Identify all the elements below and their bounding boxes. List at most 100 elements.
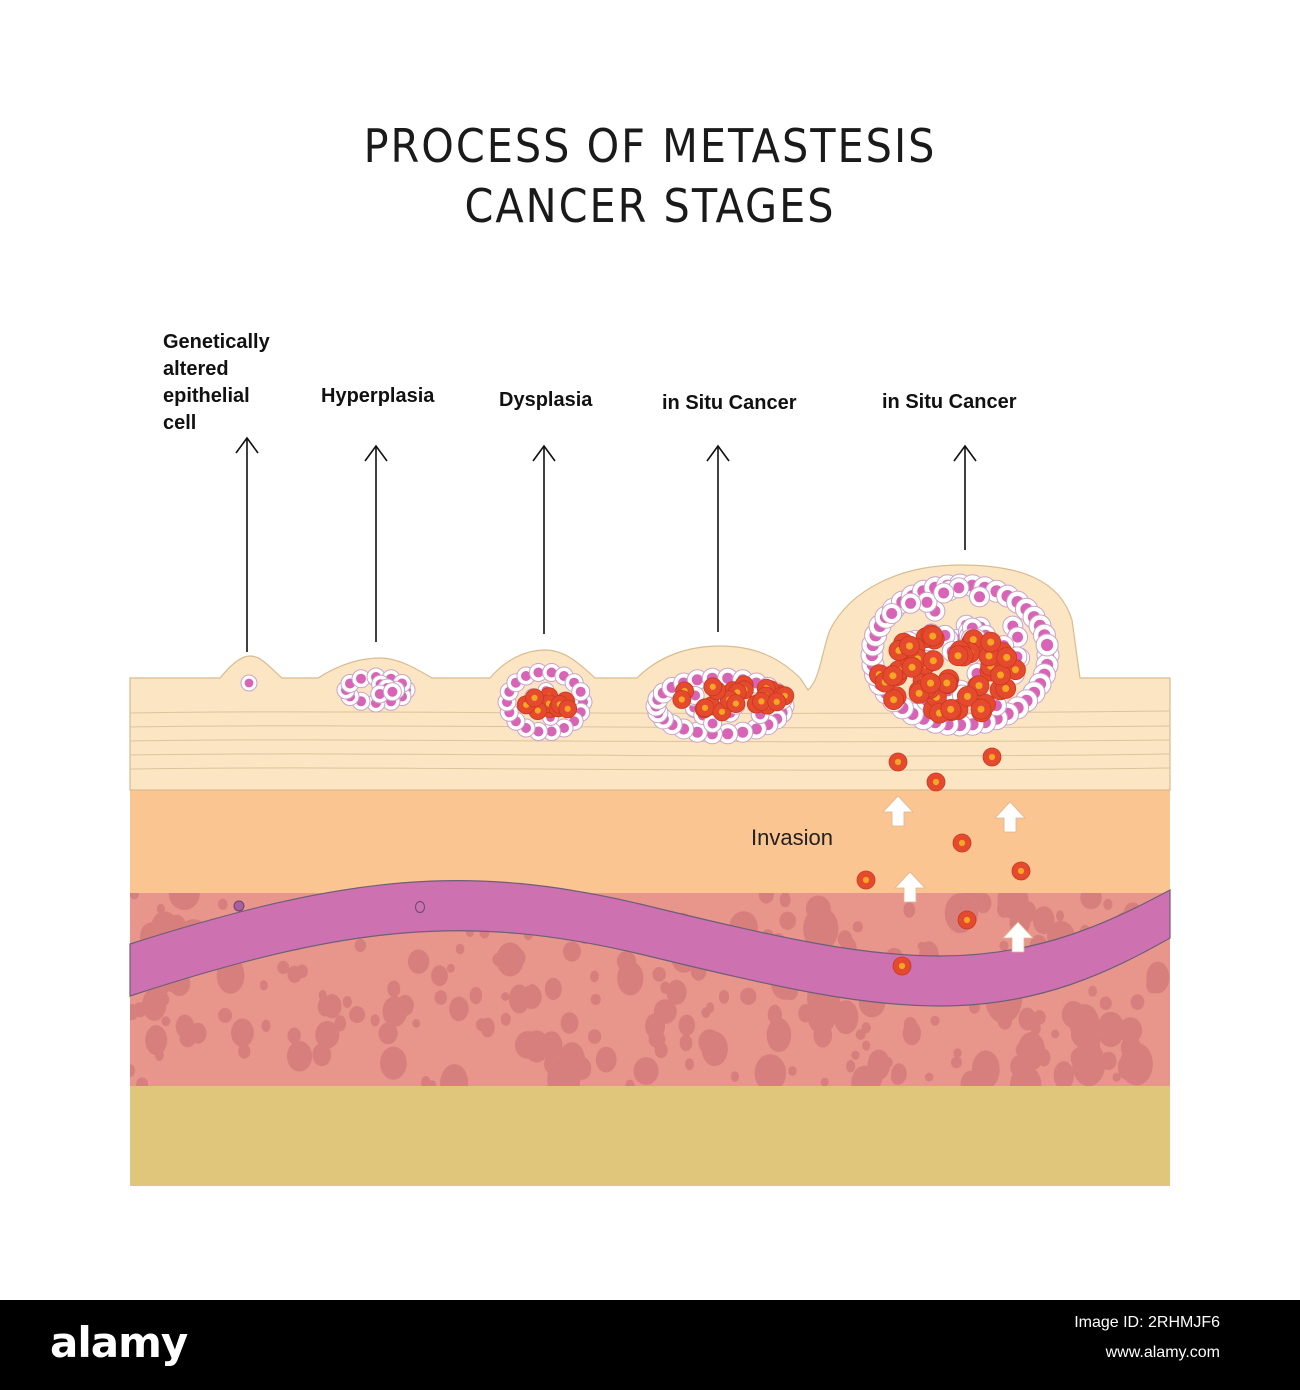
dermis-spot: [277, 960, 290, 975]
dermis-spot: [130, 1064, 136, 1078]
cancer-cell: [695, 698, 715, 718]
dermis-spot: [851, 1050, 860, 1060]
dermis-spot: [145, 1025, 168, 1056]
epithelial-cell: [900, 592, 922, 614]
dermis-spot: [829, 926, 838, 937]
dermis-spot: [852, 921, 863, 933]
arrow-stage-4: [706, 444, 730, 632]
dermis-spot: [701, 1031, 728, 1067]
cancer-cell: [1011, 861, 1031, 881]
dermis-spot: [287, 965, 302, 983]
dermis-spot: [1053, 1061, 1074, 1086]
bottom-tissue-layer: [130, 1086, 1170, 1186]
dermis-spot: [412, 1019, 421, 1028]
epithelial-cell: [969, 586, 990, 608]
dermis-spot: [1037, 1048, 1051, 1067]
dermis-spot: [861, 1022, 871, 1034]
epithelial-cell: [528, 663, 548, 682]
epithelial-cell: [933, 582, 955, 604]
footer-url: www.alamy.com: [1105, 1344, 1220, 1361]
epithelial-cell: [916, 591, 938, 613]
dermis-spot: [501, 992, 510, 1001]
dermis-spot: [616, 950, 637, 972]
dermis-spot: [1032, 906, 1055, 935]
dermis-spot: [1146, 976, 1159, 994]
dermis-spot: [1103, 898, 1113, 910]
dermis-spot: [1018, 1049, 1030, 1062]
cancer-cell: [703, 677, 723, 697]
dermis-spot: [449, 996, 469, 1022]
dermis-spot: [378, 1022, 398, 1045]
dermis-spot: [156, 903, 165, 914]
dermis-spot: [238, 1044, 251, 1059]
dermis-spot: [318, 990, 327, 1001]
cancer-cell: [947, 645, 969, 667]
basement-layer: [130, 790, 1170, 893]
stage-label-in-situ-2: in Situ Cancer: [882, 391, 1017, 413]
dermis-spot: [286, 1040, 313, 1072]
cancer-cell: [888, 752, 908, 772]
arrow-stage-5: [953, 444, 977, 550]
stage-label-hyperplasia: Hyperplasia: [321, 385, 435, 407]
dermis-spot: [758, 893, 774, 904]
dermis-spot: [930, 1015, 940, 1026]
arrow-stage-2: [364, 444, 388, 642]
epithelial-cell: [382, 682, 402, 702]
dermis-spot: [862, 1040, 871, 1051]
dermis-spot: [455, 943, 465, 955]
dermis-spot: [633, 1057, 659, 1085]
dermis-spot: [492, 952, 505, 967]
cancer-cell: [558, 699, 578, 719]
blood-vessel: [129, 880, 1171, 1007]
dermis-spot: [130, 893, 139, 900]
arrow-stage-3: [532, 444, 556, 634]
dermis-spot: [997, 1012, 1013, 1030]
dermis-spot: [903, 902, 916, 918]
epithelial-cell: [881, 603, 903, 624]
dermis-spot: [679, 1034, 693, 1052]
dermis-spot: [142, 988, 167, 1021]
epithelial-cell: [571, 682, 591, 702]
dermis-spot: [1117, 1054, 1139, 1081]
dermis-spot: [740, 987, 757, 1005]
invasion-arrow: [994, 801, 1026, 833]
metastasis-diagram: PROCESS OF METASTESIS CANCER STAGES Gene…: [129, 119, 1171, 1186]
dermis-spot: [891, 1063, 907, 1085]
cell-groups: [240, 573, 1060, 976]
dermis-spot: [820, 1077, 829, 1086]
invasion-arrow: [1002, 921, 1034, 953]
dermis-spot: [951, 1056, 962, 1069]
cancer-cell: [980, 631, 1002, 653]
dermis-spot: [971, 1050, 1000, 1086]
dermis-spot: [788, 1066, 797, 1076]
dermis-spot: [779, 893, 791, 908]
dermis-spot: [590, 970, 599, 983]
dermis-spot: [1061, 1001, 1085, 1029]
dermis-spot: [1080, 893, 1102, 910]
dermis-spot: [813, 1022, 833, 1048]
epithelial-cell: [686, 669, 708, 691]
dermis-spot: [975, 893, 992, 914]
cancer-cell: [882, 665, 904, 687]
dermis-spot: [480, 1017, 495, 1038]
dermis-spot: [685, 1058, 694, 1071]
dermis-spot: [354, 938, 366, 953]
dermis-spot: [1088, 985, 1097, 997]
footer-image-id: Image ID: 2RHMJF6: [1074, 1314, 1220, 1331]
footer-logo: alamy: [50, 1318, 188, 1367]
dermis-spot: [706, 1002, 715, 1014]
dermis-spot: [560, 1012, 579, 1034]
dermis-spot: [496, 942, 524, 977]
cancer-cell: [982, 747, 1002, 767]
dermis-spot: [218, 1007, 233, 1023]
cancer-cell: [883, 689, 904, 711]
dermis-spot: [855, 1029, 866, 1040]
dermis-spot: [1071, 1020, 1097, 1048]
dermis-spot: [217, 898, 228, 910]
epithelial-cell: [732, 721, 754, 743]
dermis-spot: [446, 963, 455, 973]
dermis-spot: [1051, 1029, 1060, 1039]
dermis-spot: [754, 1054, 787, 1086]
dermis-spot: [924, 1072, 934, 1082]
cancer-cell: [936, 672, 958, 694]
